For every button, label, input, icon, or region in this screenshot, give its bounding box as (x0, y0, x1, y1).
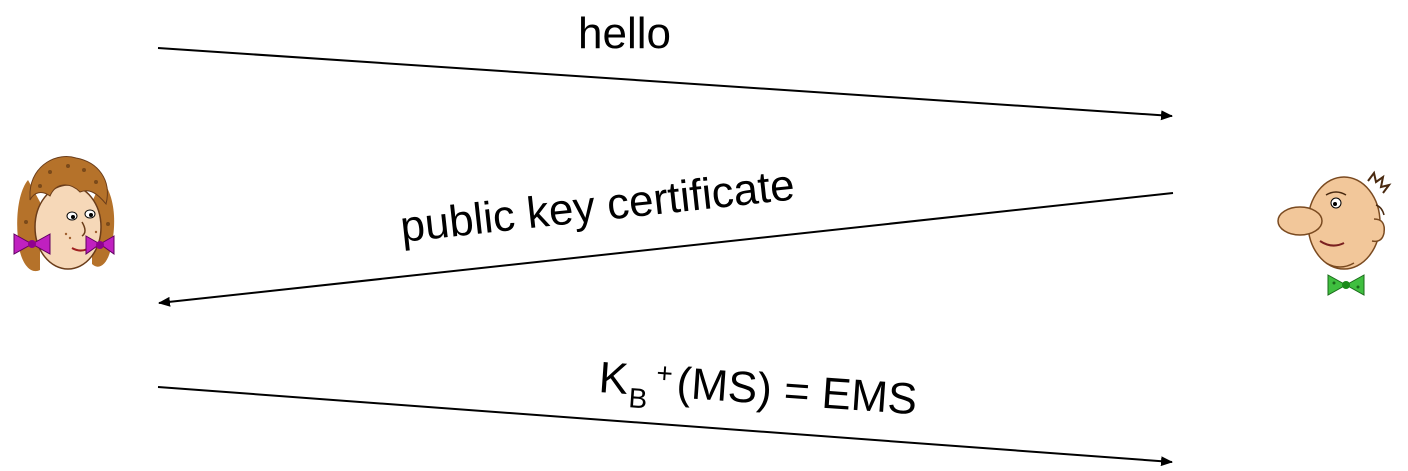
label-k-main: K (597, 353, 630, 404)
label-public-key-certificate: public key certificate (398, 160, 797, 251)
arrow-encrypted-master-secret (157, 386, 1173, 467)
man-cartoon-icon (1277, 170, 1392, 296)
label-hello: hello (578, 9, 671, 58)
message-encrypted-master-secret: K B + (MS) = EMS (157, 353, 1173, 467)
message-hello: hello (157, 9, 1173, 121)
message-public-key-certificate: public key certificate (158, 160, 1174, 307)
label-k-rest: (MS) = EMS (675, 359, 919, 425)
label-k-superscript: + (655, 357, 673, 389)
girl-cartoon-icon (13, 156, 115, 272)
label-k-subscript: B (628, 382, 649, 414)
arrow-public-key-certificate (158, 192, 1174, 307)
arrow-hello (157, 47, 1173, 121)
